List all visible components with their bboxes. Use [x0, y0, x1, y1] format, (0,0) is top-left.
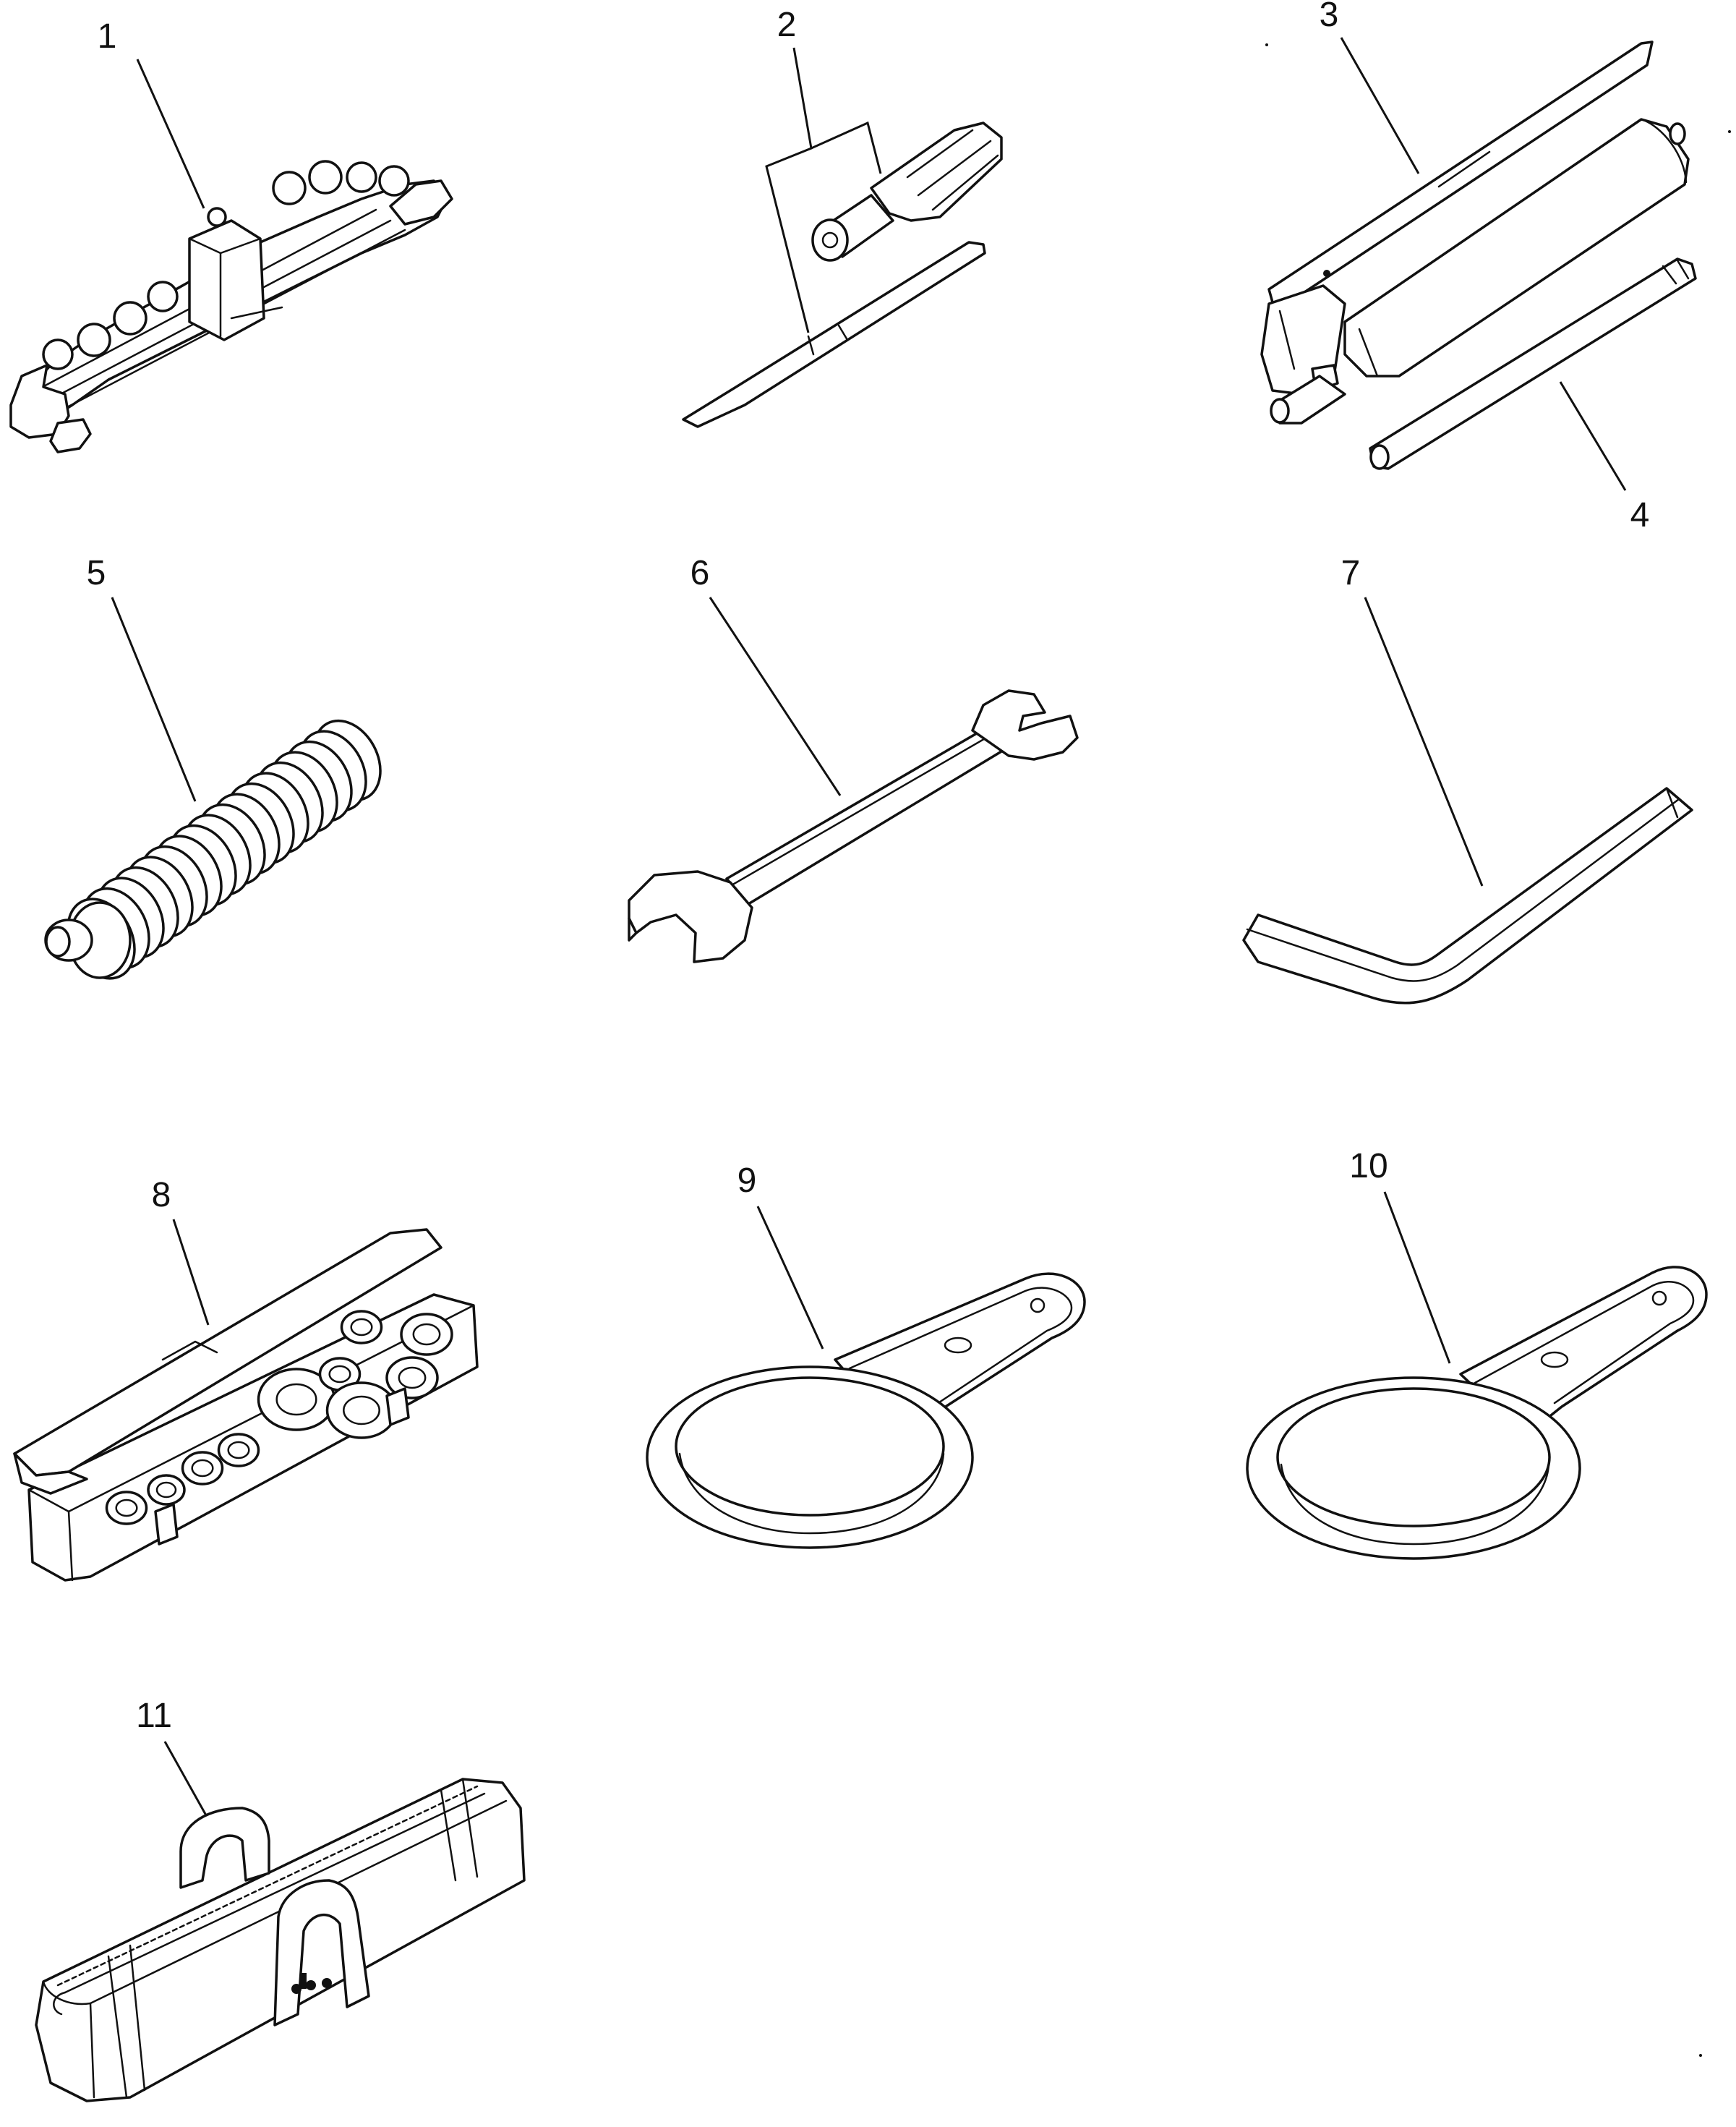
- socket: [105, 1491, 148, 1525]
- socket: [181, 1451, 224, 1486]
- socket: [147, 1474, 186, 1506]
- socket-bore: [275, 1383, 317, 1416]
- socket: [400, 1313, 453, 1356]
- leader-line-10: [1383, 1191, 1451, 1364]
- socket: [325, 1381, 398, 1439]
- leader-line-5: [111, 597, 197, 802]
- filter-wrench-icon: 9: [646, 1161, 1086, 1549]
- socket-bore: [191, 1459, 214, 1478]
- part-label-10: 10: [1349, 1147, 1387, 1185]
- socket-bore: [328, 1365, 351, 1384]
- leader-line-11: [163, 1741, 208, 1816]
- socket: [340, 1310, 383, 1344]
- leader-line-8: [172, 1219, 210, 1326]
- tool-bag-icon: 11: [35, 1697, 526, 2102]
- leader-line-7: [1364, 597, 1484, 887]
- grease-gun-icon: 3: [1260, 0, 1690, 425]
- socket-bore: [412, 1323, 441, 1346]
- part-label-3: 3: [1320, 0, 1339, 34]
- socket-set-box-icon: 8: [13, 1176, 479, 1582]
- socket-bore: [155, 1481, 177, 1499]
- leader-line-4: [1559, 381, 1627, 491]
- part-label-11: 11: [136, 1697, 172, 1735]
- extension-pipe-icon: 4: [1369, 257, 1697, 534]
- leader-line-9: [756, 1206, 824, 1350]
- part-label-7: 7: [1341, 554, 1361, 592]
- screwdriver-icon: 2: [682, 6, 1003, 428]
- spring-tool-icon: 5: [44, 554, 382, 980]
- part-label-8: 8: [152, 1176, 171, 1214]
- open-end-wrench-icon: 6: [628, 554, 1079, 963]
- part-label-4: 4: [1630, 496, 1650, 534]
- part-label-5: 5: [87, 554, 106, 592]
- filter-wrench-icon: 10: [1246, 1147, 1708, 1560]
- brand-emblem: [291, 1973, 332, 1994]
- socket-bore: [398, 1366, 427, 1389]
- leader-line-2: [765, 47, 813, 333]
- socket-bore: [115, 1499, 138, 1517]
- socket: [217, 1433, 260, 1467]
- wrench-set-icon: 1: [9, 17, 453, 453]
- leader-line-1: [136, 59, 205, 209]
- socket: [385, 1356, 439, 1399]
- part-label-2: 2: [777, 6, 797, 44]
- part-label-9: 9: [737, 1161, 757, 1200]
- socket-bore: [350, 1318, 373, 1337]
- part-label-6: 6: [690, 554, 710, 592]
- leader-line-6: [709, 597, 842, 796]
- hex-key-icon: 7: [1242, 554, 1693, 1005]
- socket-bore: [227, 1441, 250, 1459]
- part-label-1: 1: [98, 17, 117, 56]
- socket-bore: [343, 1395, 380, 1425]
- leader-line-3: [1340, 37, 1420, 174]
